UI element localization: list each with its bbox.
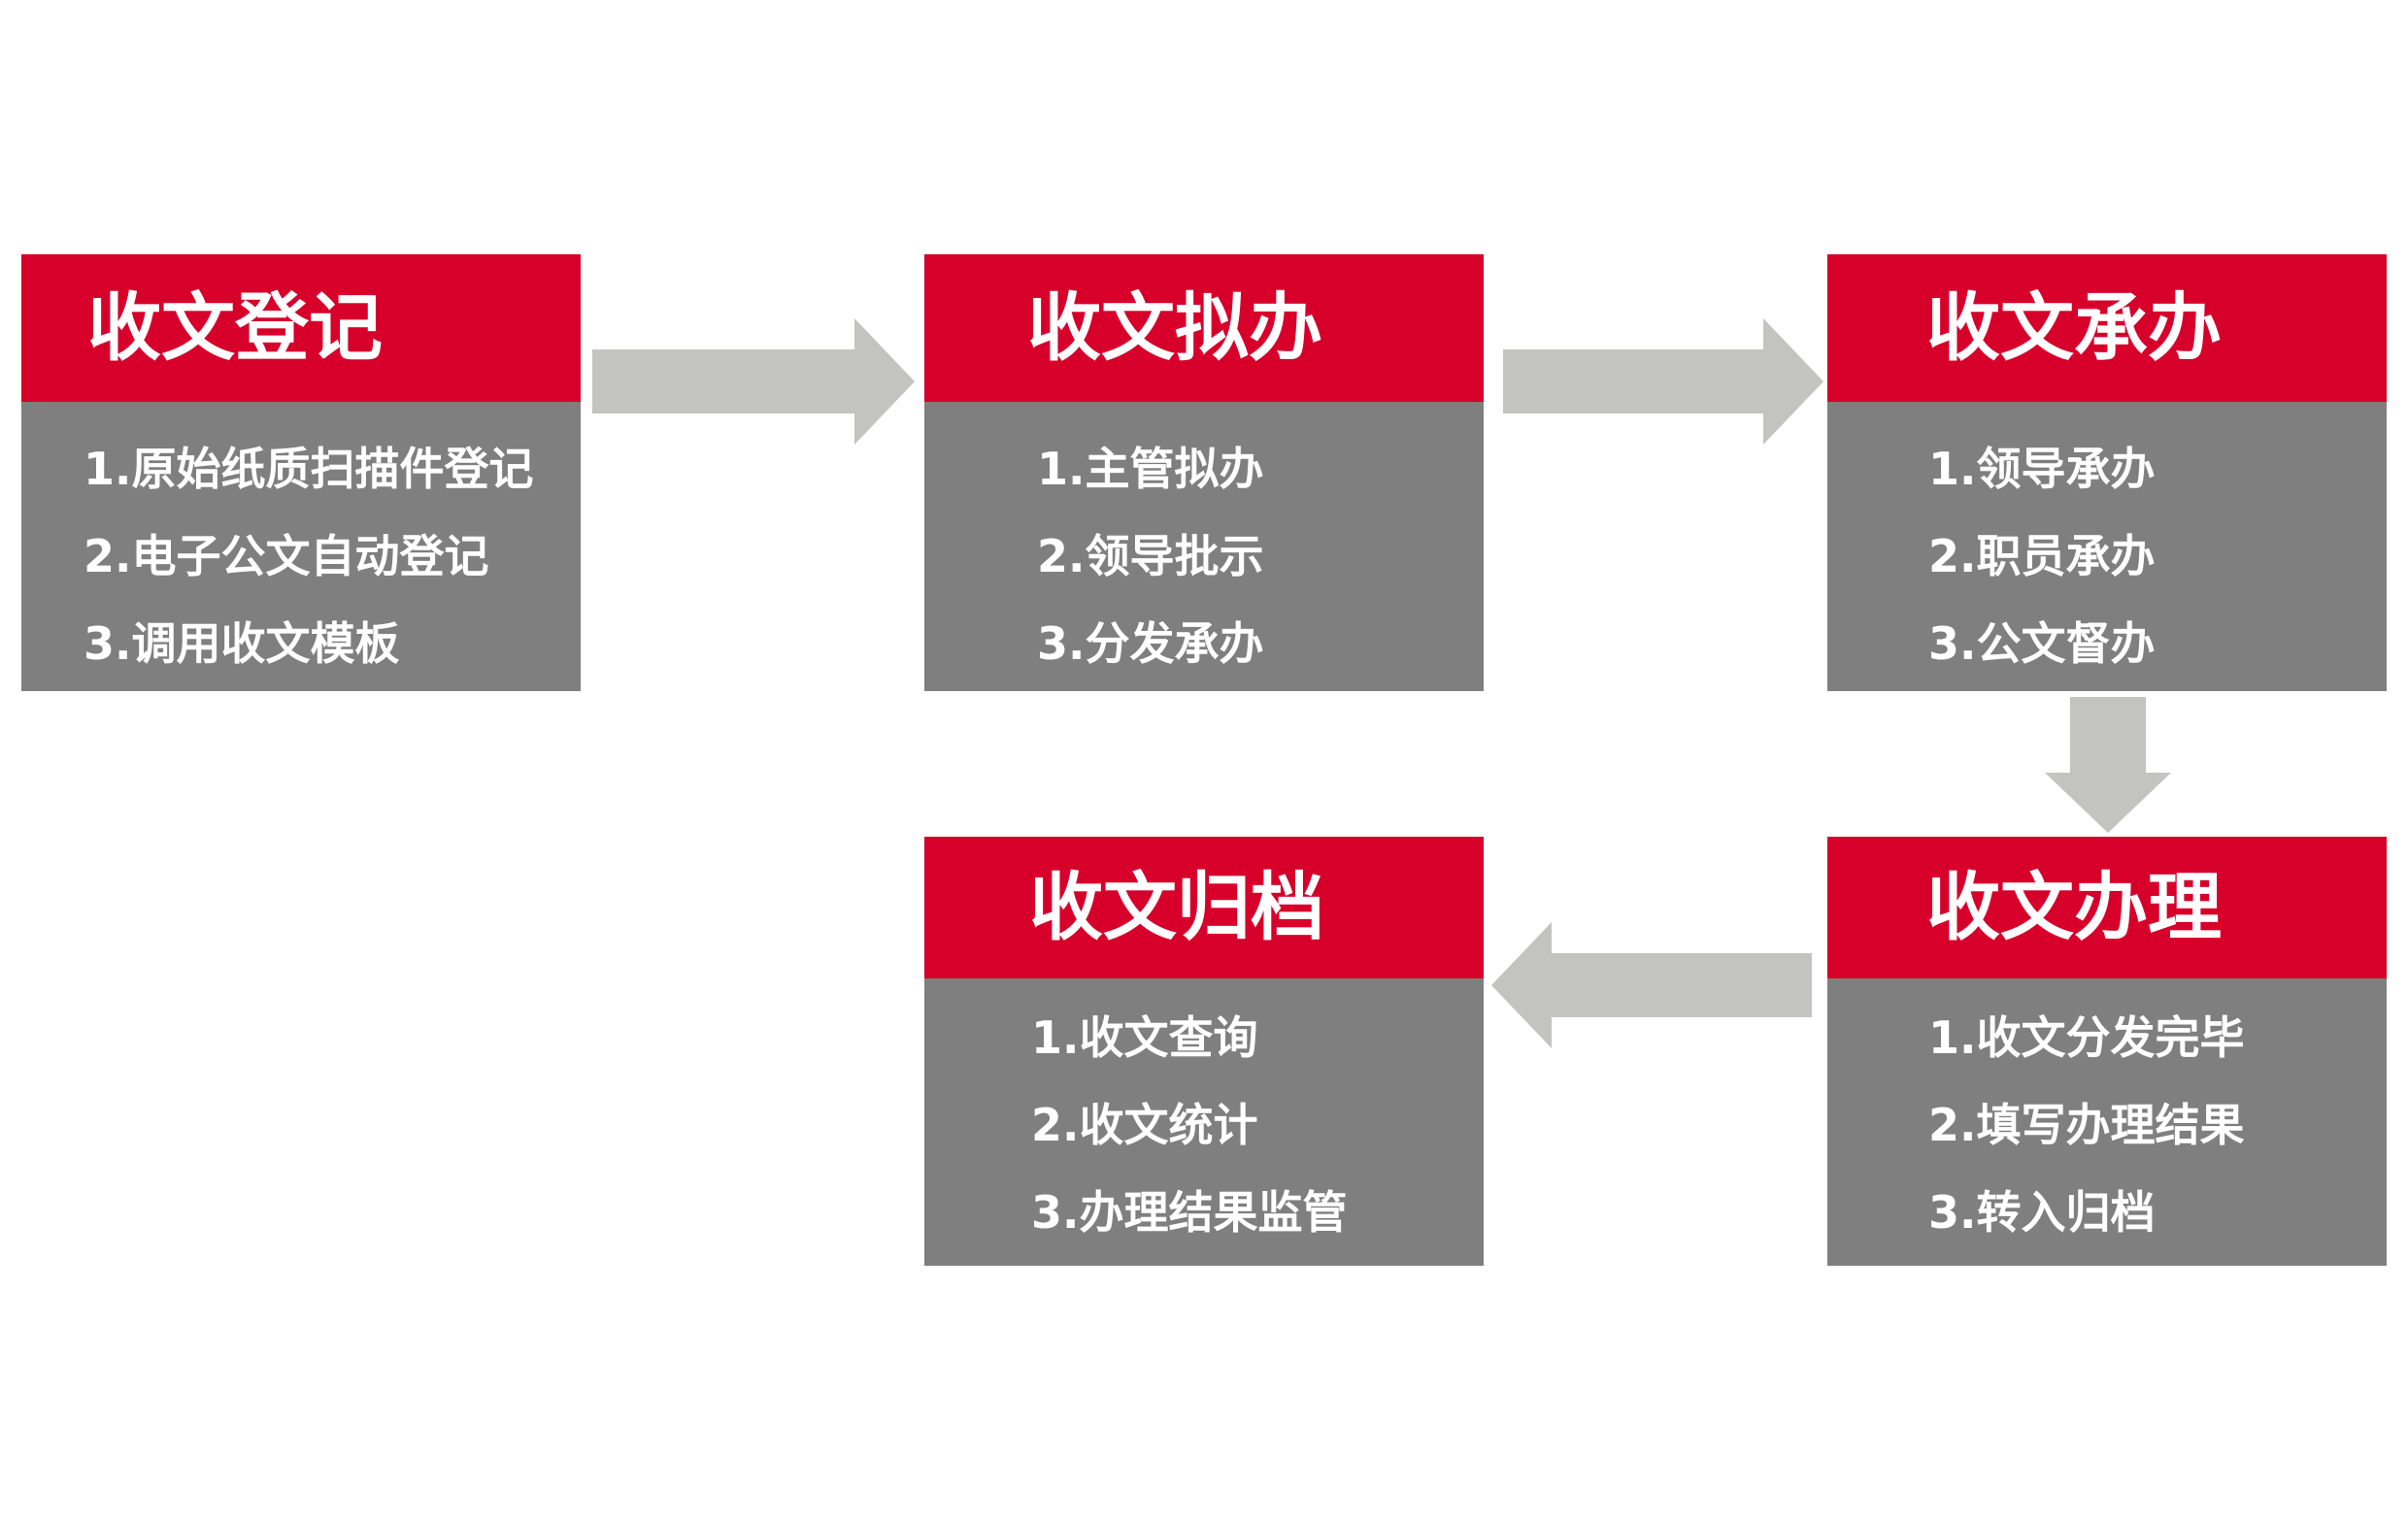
step-item: 2.领导批示 bbox=[1037, 530, 1264, 582]
step-item: 1.收文查询 bbox=[1031, 1011, 1258, 1064]
arrow-left-icon bbox=[1491, 922, 1812, 1048]
step-items: 1.收文查询 2.收文统计 3.办理结果监管 bbox=[924, 978, 1484, 1266]
arrow-right-icon bbox=[592, 318, 915, 445]
step-items: 1.原始纸质扫描件登记 2.电子公文自动登记 3.调用收文模板 bbox=[21, 402, 581, 691]
step-title: 收文登记 bbox=[21, 254, 581, 402]
step-item: 3.办理结果监管 bbox=[1031, 1186, 1348, 1239]
step-item: 1.原始纸质扫描件登记 bbox=[84, 443, 534, 495]
step-item: 2.电子公文自动登记 bbox=[84, 530, 489, 582]
step-item: 2.职员承办 bbox=[1928, 530, 2156, 582]
step-item: 2.填写办理结果 bbox=[1928, 1099, 2245, 1151]
step-item: 2.收文统计 bbox=[1031, 1099, 1258, 1151]
step-item: 3.调用收文模板 bbox=[84, 617, 400, 670]
step-box-handle: 收文办理 1.收文分发完毕 2.填写办理结果 3.转入归档 bbox=[1827, 837, 2387, 1266]
step-title: 收文拟办 bbox=[924, 254, 1484, 402]
step-item: 1.领导承办 bbox=[1928, 443, 2156, 495]
step-box-draft: 收文拟办 1.主管拟办 2.领导批示 3.分发承办 bbox=[924, 254, 1484, 691]
arrow-right-icon bbox=[1503, 318, 1823, 445]
step-box-register: 收文登记 1.原始纸质扫描件登记 2.电子公文自动登记 3.调用收文模板 bbox=[21, 254, 581, 691]
step-title: 收文归档 bbox=[924, 837, 1484, 978]
step-item: 3.公文督办 bbox=[1928, 617, 2156, 670]
arrow-down-icon bbox=[2045, 697, 2171, 833]
step-item: 3.分发承办 bbox=[1037, 617, 1264, 670]
step-item: 1.主管拟办 bbox=[1037, 443, 1264, 495]
step-box-archive: 收文归档 1.收文查询 2.收文统计 3.办理结果监管 bbox=[924, 837, 1484, 1266]
step-items: 1.收文分发完毕 2.填写办理结果 3.转入归档 bbox=[1827, 978, 2387, 1266]
step-items: 1.领导承办 2.职员承办 3.公文督办 bbox=[1827, 402, 2387, 691]
step-item: 1.收文分发完毕 bbox=[1928, 1011, 2245, 1064]
step-items: 1.主管拟办 2.领导批示 3.分发承办 bbox=[924, 402, 1484, 691]
step-title: 收文办理 bbox=[1827, 837, 2387, 978]
step-box-undertake: 收文承办 1.领导承办 2.职员承办 3.公文督办 bbox=[1827, 254, 2387, 691]
step-item: 3.转入归档 bbox=[1928, 1186, 2156, 1239]
step-title: 收文承办 bbox=[1827, 254, 2387, 402]
